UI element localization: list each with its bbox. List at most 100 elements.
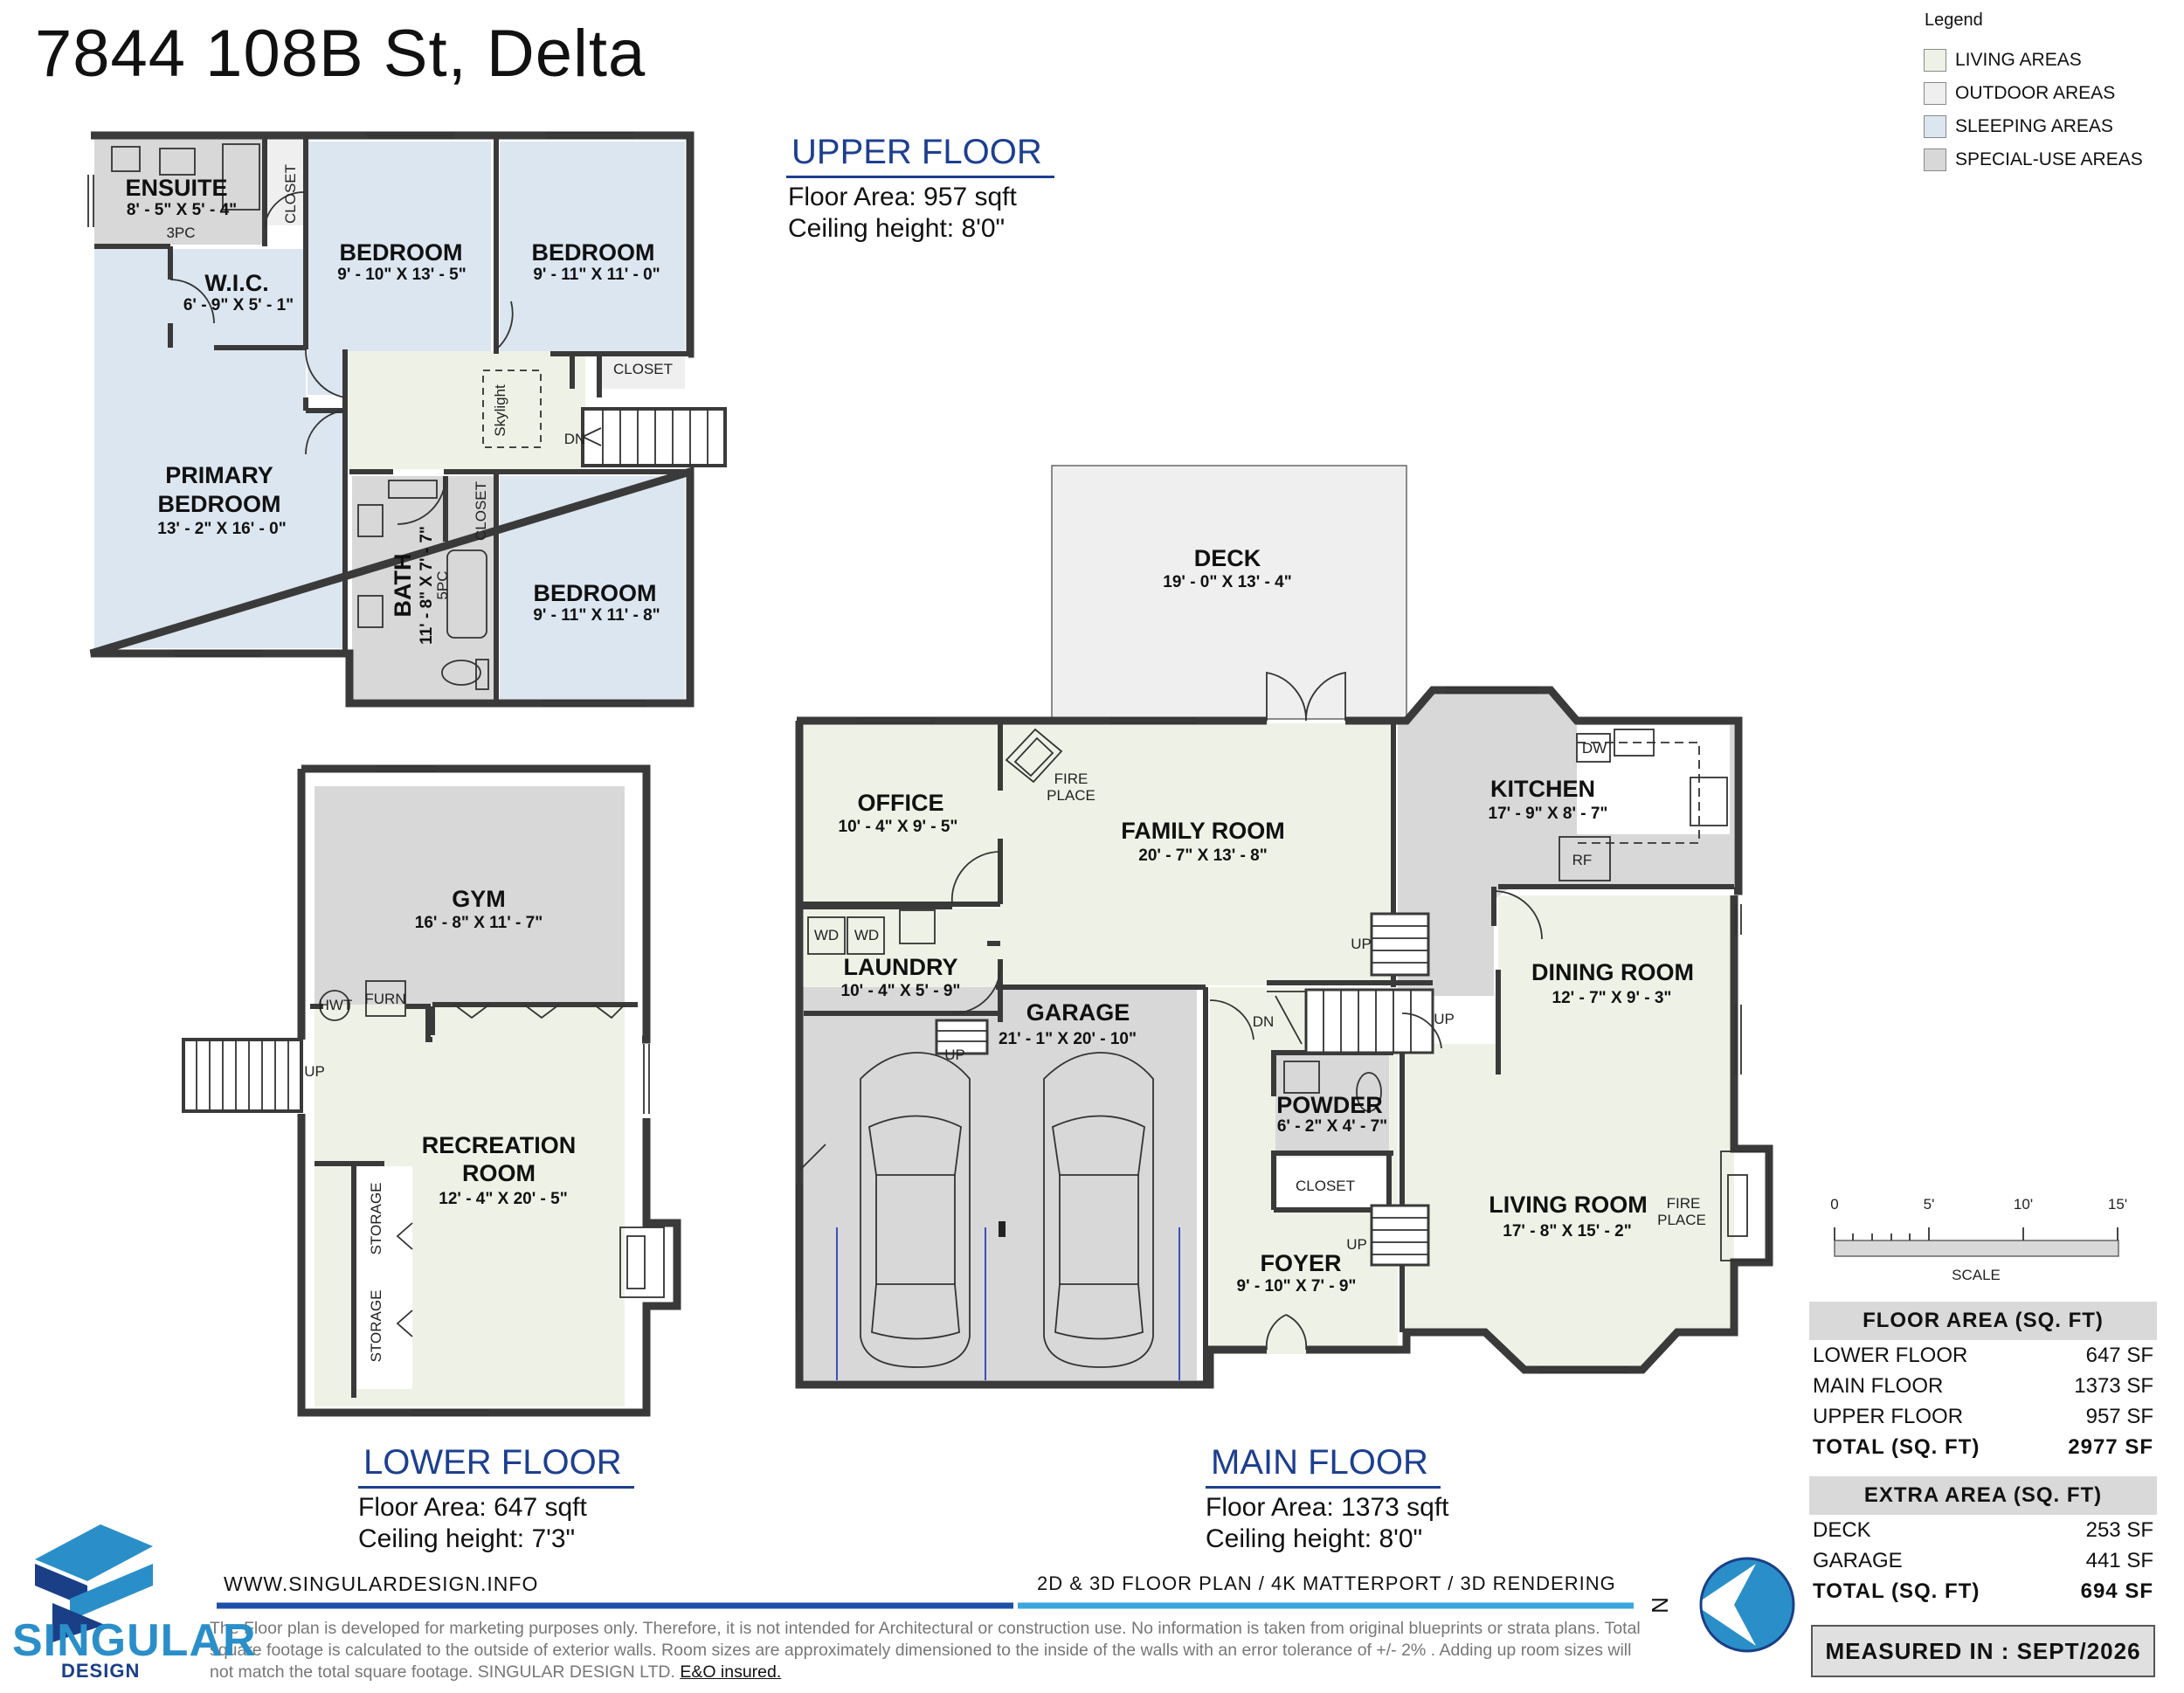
row-value: 647 SF [2085, 1343, 2153, 1367]
bedroom3-name: BEDROOM [534, 580, 657, 606]
wic-name: W.I.C. [204, 270, 269, 296]
dw-label: DW [1582, 740, 1607, 757]
upper-dn-label: DN [564, 431, 586, 447]
main-floor-heading: MAIN FLOOR [1206, 1443, 1441, 1489]
main-floor-area: Floor Area: 1373 sqft [1206, 1493, 1449, 1522]
row-label: GARAGE [1813, 1548, 1903, 1572]
logo-name: SINGULAR [12, 1615, 257, 1666]
upper-stair [581, 407, 727, 467]
gym-dim: 16' - 8" X 11' - 7" [415, 914, 543, 932]
row-value: 1373 SF [2074, 1373, 2153, 1398]
main-exterior-wall [795, 686, 1773, 1389]
recreation-name2: ROOM [462, 1160, 536, 1186]
laundry-name: LAUNDRY [844, 954, 958, 980]
skylight-outline [482, 370, 542, 448]
row-value: 253 SF [2085, 1517, 2153, 1542]
main-up-label-1: UP [1351, 936, 1372, 952]
car-1 [860, 1052, 971, 1368]
rf-label: RF [1572, 852, 1593, 868]
hall-area [345, 351, 585, 469]
lower-stair [182, 1038, 303, 1113]
main-dn-label: DN [1253, 1013, 1275, 1030]
main-floor-plan: DECK 19' - 0" X 13' - 4" OFFICE 10' - 4"… [795, 465, 1773, 1389]
ensuite-name: ENSUITE [125, 175, 227, 201]
closet-label-2: CLOSET [613, 361, 673, 377]
ensuite-area [94, 138, 265, 245]
wd-label-2: WD [854, 927, 879, 943]
total-value: 2977 SF [2068, 1434, 2153, 1459]
furn-label: FURN [364, 991, 405, 1007]
family-dim: 20' - 7" X 13' - 8" [1138, 846, 1267, 865]
legend-swatch [1924, 115, 1946, 138]
dining-dim: 12' - 7" X 9' - 3" [1552, 989, 1672, 1007]
row-label: DECK [1813, 1517, 1871, 1542]
services-text: 2D & 3D FLOOR PLAN / 4K MATTERPORT / 3D … [1037, 1572, 1616, 1594]
legend-item-outdoor: OUTDOOR AREAS [1924, 77, 2143, 110]
total-label: TOTAL (SQ. FT) [1813, 1579, 1980, 1603]
table-total-row: TOTAL (SQ. FT)694 SF [1809, 1576, 2157, 1607]
north-arrow-icon [1695, 1557, 1795, 1653]
legend-swatch [1924, 49, 1946, 72]
row-label: UPPER FLOOR [1813, 1404, 1964, 1428]
bedroom2-dim: 9' - 11" X 11' - 0" [533, 266, 660, 284]
foyer-dim: 9' - 10" X 7' - 9" [1237, 1277, 1357, 1296]
legend-label: SLEEPING AREAS [1955, 116, 2113, 136]
legend-item-special: SPECIAL-USE AREAS [1924, 143, 2143, 176]
storage-label-2: STORAGE [368, 1290, 384, 1363]
bedroom1-name: BEDROOM [340, 239, 463, 266]
bath-note: 5PC [434, 570, 451, 599]
gym-area [314, 786, 625, 1005]
extra-area-title: EXTRA AREA (SQ. FT) [1809, 1476, 2157, 1515]
upper-floor-area: Floor Area: 957 sqft [788, 183, 1017, 211]
eo-insured-link[interactable]: E&O insured. [680, 1662, 782, 1682]
lower-floor-area: Floor Area: 647 sqft [358, 1493, 587, 1522]
scale-tick-15: 15' [2108, 1196, 2127, 1213]
bedroom3-area [500, 476, 685, 699]
website-link[interactable]: WWW.SINGULARDESIGN.INFO [224, 1572, 539, 1595]
table-row: LOWER FLOOR 647 SF [1809, 1340, 2157, 1371]
legend-title: Legend [1925, 10, 1983, 30]
logo-sub: DESIGN [61, 1660, 141, 1682]
upper-floor-ceiling: Ceiling height: 8'0" [788, 214, 1006, 243]
deck-area [1051, 465, 1407, 720]
dining-name: DINING ROOM [1531, 959, 1694, 985]
row-label: LOWER FLOOR [1813, 1343, 1968, 1367]
north-label: N [1646, 1597, 1673, 1614]
living-name: LIVING ROOM [1489, 1192, 1648, 1218]
garage-dim: 21' - 1" X 20' - 10" [999, 1030, 1137, 1048]
garage-up-label: UP [944, 1047, 965, 1063]
hwt-label: HWT [319, 997, 353, 1013]
primary-name2: BEDROOM [158, 491, 281, 517]
kitchen-dim: 17' - 9" X 8' - 7" [1489, 805, 1608, 823]
lower-floor-heading: LOWER FLOOR [358, 1443, 634, 1489]
table-row: DECK 253 SF [1809, 1515, 2157, 1545]
singular-logo-icon [35, 1524, 153, 1642]
closet2-area [599, 354, 685, 389]
living-dim: 17' - 8" X 15' - 2" [1503, 1222, 1631, 1240]
wic-dim: 6' - 9" X 5' - 1" [183, 296, 294, 314]
scale-tick-10: 10' [2014, 1196, 2033, 1213]
scale-tick-0: 0 [1830, 1196, 1838, 1213]
upper-floor-plan: ENSUITE 8' - 5" X 5' - 4" 3PC W.I.C. 6' … [87, 131, 727, 708]
upper-floor-info: Floor Area: 957 sqft Ceiling height: 8'0… [788, 182, 1017, 245]
bath-name: BATH [390, 554, 416, 618]
scale-label: SCALE [1952, 1267, 2001, 1283]
measured-date-badge: MEASURED IN : SEPT/2026 [1811, 1625, 2155, 1677]
deck-name: DECK [1194, 545, 1261, 571]
bath-dim: 11' - 8" X 7' - 7" [418, 526, 436, 645]
gym-name: GYM [452, 886, 506, 912]
main-floor-info: Floor Area: 1373 sqft Ceiling height: 8'… [1206, 1492, 1449, 1555]
main-closet-label: CLOSET [1296, 1178, 1355, 1194]
legend-swatch [1924, 149, 1946, 171]
legend-item-sleeping: SLEEPING AREAS [1924, 110, 2143, 143]
foyer-stair [1370, 1204, 1430, 1267]
upper-floor-heading: UPPER FLOOR [786, 133, 1054, 178]
garage-name: GARAGE [1026, 999, 1130, 1026]
ensuite-dim: 8' - 5" X 5' - 4" [127, 201, 237, 219]
main-floor-ceiling: Ceiling height: 8'0" [1206, 1524, 1423, 1553]
